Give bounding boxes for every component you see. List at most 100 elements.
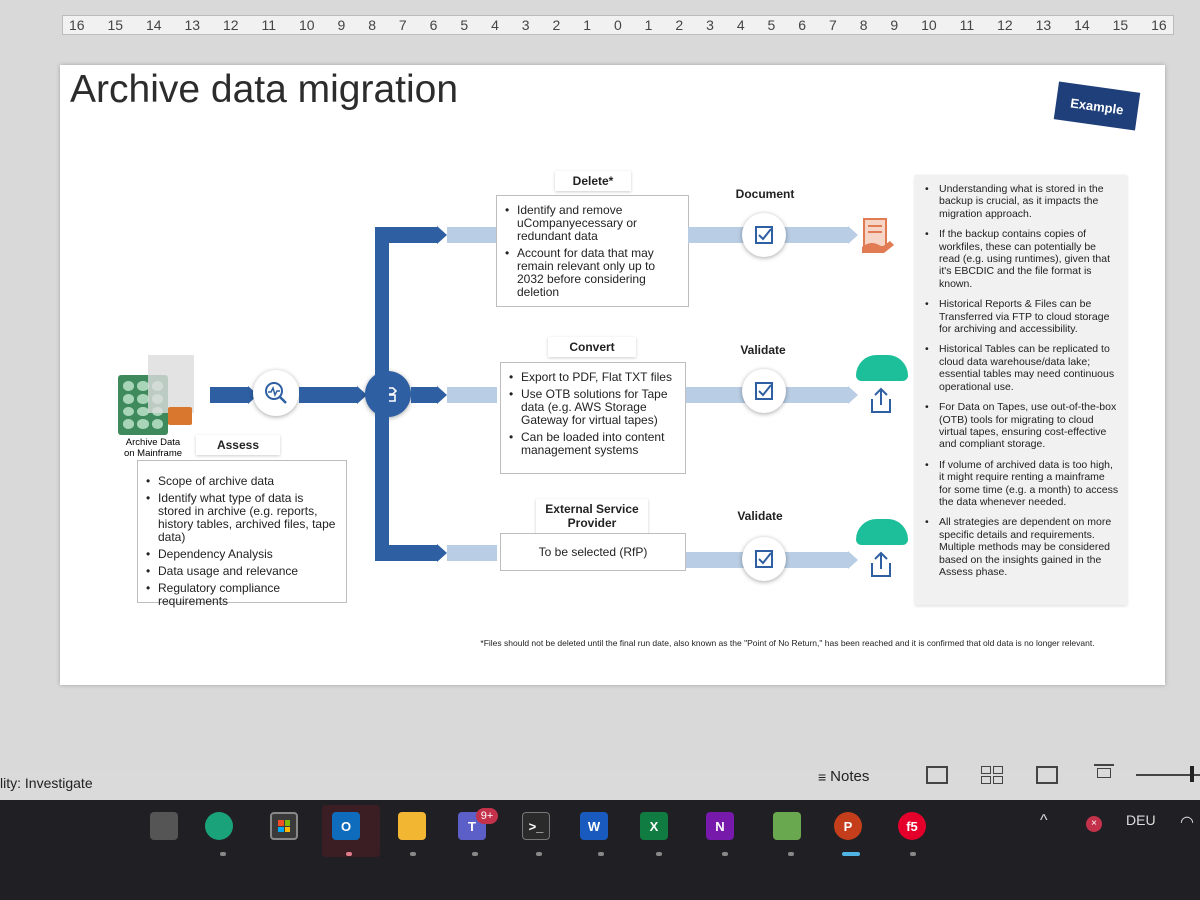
running-indicator xyxy=(346,852,352,856)
convert-title[interactable]: Convert xyxy=(548,337,636,357)
running-indicator xyxy=(656,852,662,856)
onenote-icon[interactable]: N xyxy=(706,812,734,840)
excel-icon[interactable]: X xyxy=(640,812,668,840)
active-indicator xyxy=(842,852,860,856)
branch-bottom xyxy=(375,545,437,561)
ruler-tick: 16 xyxy=(1151,17,1167,33)
branch-middle xyxy=(411,387,437,403)
ruler-tick: 5 xyxy=(767,17,776,33)
convert-step-label: Validate xyxy=(740,343,786,357)
slide-canvas[interactable]: Archive data migration Example Archive D… xyxy=(60,65,1165,685)
delete-title[interactable]: Delete* xyxy=(555,171,631,191)
notes-panel[interactable]: Understanding what is stored in the back… xyxy=(915,175,1127,605)
wifi-icon[interactable]: ◠ xyxy=(1180,814,1194,831)
tray-chevron-icon[interactable]: ^ xyxy=(1040,812,1048,829)
flow-arrow-assess xyxy=(299,387,357,403)
external-check-circle[interactable] xyxy=(742,537,786,581)
magnifier-chart-icon xyxy=(265,382,287,404)
chevron-icon xyxy=(357,386,367,404)
building-icon xyxy=(148,355,194,413)
ruler-tick: 1 xyxy=(583,17,592,33)
word-icon[interactable]: W xyxy=(580,812,608,840)
ruler-tick: 11 xyxy=(959,17,975,33)
external-title[interactable]: External Service Provider xyxy=(536,499,648,533)
ruler-tick: 3 xyxy=(706,17,714,33)
ruler-tick: 14 xyxy=(146,17,162,33)
assess-list: Scope of archive dataIdentify what type … xyxy=(144,475,340,608)
notes-icon: ≡ xyxy=(818,768,827,785)
slide-title[interactable]: Archive data migration xyxy=(70,68,459,111)
convert-panel[interactable]: Export to PDF, Flat TXT filesUse OTB sol… xyxy=(500,362,686,474)
branch-top-light xyxy=(447,227,497,243)
ruler-tick: 9 xyxy=(337,17,346,33)
delete-check-circle[interactable] xyxy=(742,213,786,257)
running-indicator xyxy=(410,852,416,856)
cloud-icon xyxy=(856,355,908,381)
delete-list: Identify and remove uCompanyecessary or … xyxy=(503,204,682,299)
ruler-tick: 6 xyxy=(429,17,438,33)
notes-list: Understanding what is stored in the back… xyxy=(923,183,1119,578)
running-indicator xyxy=(220,852,226,856)
branch-middle-light xyxy=(447,387,497,403)
upload-icon xyxy=(866,385,896,415)
ruler-tick: 3 xyxy=(521,17,530,33)
ruler-tick: 6 xyxy=(798,17,807,33)
list-item: If volume of archived data is too high, … xyxy=(923,459,1119,509)
branch-top xyxy=(375,227,437,243)
language-indicator[interactable]: DEU xyxy=(1126,812,1156,828)
cloud-icon xyxy=(856,519,908,545)
external-body: To be selected (RfP) xyxy=(538,545,648,559)
chevron-icon xyxy=(437,226,447,244)
convert-check-circle[interactable] xyxy=(742,369,786,413)
reading-view-button[interactable] xyxy=(1036,766,1058,784)
slide-sorter-button[interactable] xyxy=(981,766,1003,784)
list-item: Can be loaded into content management sy… xyxy=(507,431,679,457)
ruler-tick: 13 xyxy=(184,17,201,33)
terminal-icon[interactable]: >_ xyxy=(522,812,550,840)
task-view-icon[interactable] xyxy=(150,812,178,840)
running-indicator xyxy=(598,852,604,856)
ruler-tick: 16 xyxy=(69,17,85,33)
assess-title[interactable]: Assess xyxy=(196,435,280,455)
delete-step-label: Document xyxy=(735,187,795,201)
list-item: Regulatory compliance requirements xyxy=(144,582,340,608)
presenter-view-button[interactable] xyxy=(1094,764,1114,784)
flow-trunk xyxy=(375,227,389,557)
ruler-tick: 15 xyxy=(107,17,124,33)
ruler-tick: 13 xyxy=(1035,17,1052,33)
normal-view-button[interactable] xyxy=(926,766,948,784)
zoom-slider[interactable] xyxy=(1136,774,1200,776)
delete-panel[interactable]: Identify and remove uCompanyecessary or … xyxy=(496,195,689,307)
assess-panel[interactable]: Scope of archive dataIdentify what type … xyxy=(137,460,347,608)
chevron-icon xyxy=(437,544,447,562)
footnote[interactable]: *Files should not be deleted until the f… xyxy=(480,638,1095,648)
zoom-slider-thumb[interactable] xyxy=(1190,766,1194,782)
edge-icon[interactable] xyxy=(205,812,233,840)
upload-icon xyxy=(866,549,896,579)
accessibility-status[interactable]: lity: Investigate xyxy=(0,775,93,791)
running-indicator xyxy=(472,852,478,856)
paint-icon[interactable] xyxy=(773,812,801,840)
example-badge[interactable]: Example xyxy=(1053,81,1141,131)
notes-button[interactable]: ≡ Notes xyxy=(818,768,869,785)
ruler-tick: 2 xyxy=(552,17,561,33)
running-indicator xyxy=(722,852,728,856)
list-item: Historical Reports & Files can be Transf… xyxy=(923,298,1119,335)
network-warning-icon[interactable]: × xyxy=(1086,816,1102,832)
list-item: Use OTB solutions for Tape data (e.g. AW… xyxy=(507,388,679,427)
powerpoint-icon[interactable]: P xyxy=(834,812,862,840)
external-panel[interactable]: To be selected (RfP) xyxy=(500,533,686,571)
flow-arrow-source xyxy=(210,387,248,403)
store-icon[interactable] xyxy=(270,812,298,840)
running-indicator xyxy=(536,852,542,856)
ruler-tick: 4 xyxy=(736,17,745,33)
chevron-icon xyxy=(437,386,447,404)
f5-icon[interactable]: f5 xyxy=(898,812,926,840)
running-indicator xyxy=(910,852,916,856)
ruler-tick: 7 xyxy=(398,17,407,33)
teams-badge: 9+ xyxy=(476,808,498,824)
file-explorer-icon[interactable] xyxy=(398,812,426,840)
assess-circle[interactable] xyxy=(253,370,299,416)
outlook-icon[interactable]: O xyxy=(332,812,360,840)
